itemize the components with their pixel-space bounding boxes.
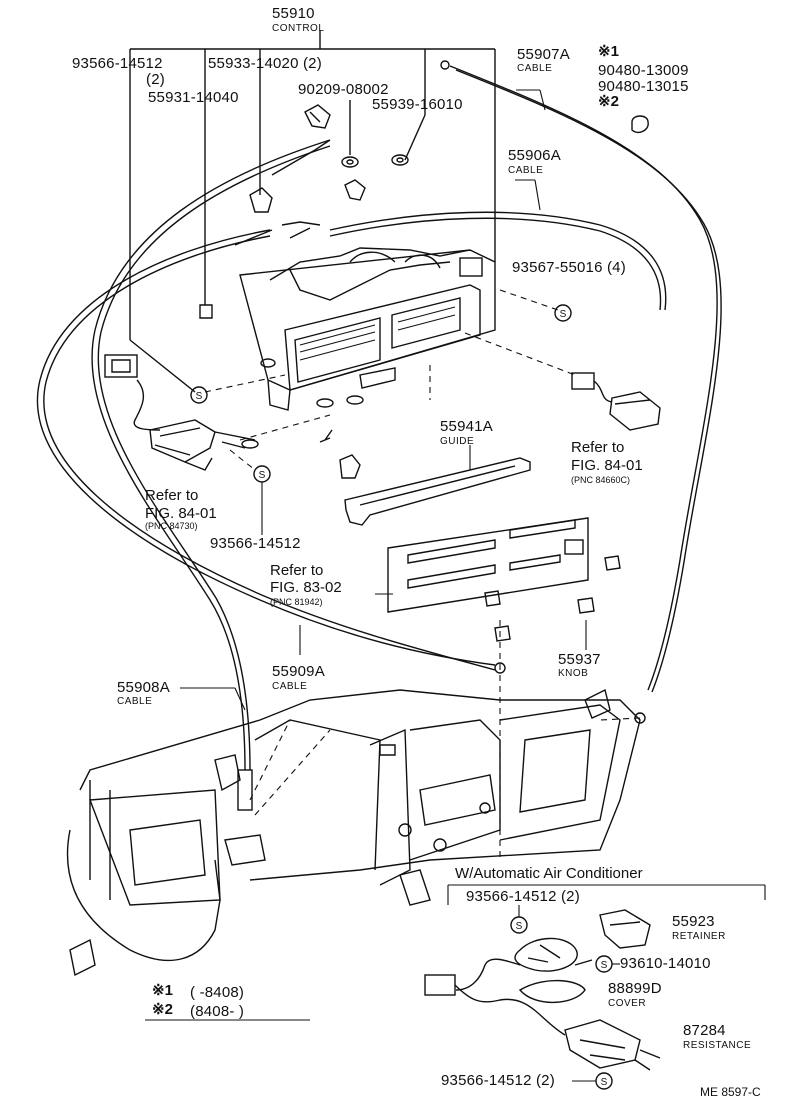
part-55908a-number: 55908A (117, 679, 170, 696)
ref-8302-pnc: (PNC 81942) (270, 597, 323, 607)
part-55939-number: 55939-16010 (372, 96, 463, 113)
part-55937-number: 55937 (558, 651, 601, 668)
part-87284-name: RESISTANCE (683, 1040, 752, 1051)
cable-55906a (329, 211, 667, 311)
dashed-leaders (204, 289, 641, 860)
auto-ac-parts (424, 909, 661, 1071)
legend-row1-text: ( -8408) (190, 984, 245, 1001)
part-90480-13015: 90480-13015 (598, 78, 689, 95)
auto-ac-header: W/Automatic Air Conditioner (455, 865, 643, 882)
ref-8302-line2: FIG. 83-02 (270, 579, 342, 596)
part-55923-number: 55923 (672, 913, 715, 930)
cable-55909a (36, 229, 506, 674)
heater-unit (66, 688, 641, 977)
s-letter: S (259, 470, 266, 481)
s-letter: S (601, 960, 608, 971)
part-93566-auto-top: 93566-14512 (2) (466, 888, 580, 905)
part-55923-name: RETAINER (672, 931, 726, 942)
part-55908a-name: CABLE (117, 696, 153, 707)
part-55907a-name: CABLE (517, 63, 553, 74)
part-55937-name: KNOB (558, 668, 589, 679)
part-90209-number: 90209-08002 (298, 81, 389, 98)
diagram-code: ME 8597-C (700, 1085, 761, 1099)
ref-8401-right-line1: Refer to (571, 439, 625, 456)
label-leaders (145, 89, 766, 1082)
part-55933-number: 55933-14020 (2) (208, 55, 322, 72)
part-55941a-number: 55941A (440, 418, 493, 435)
part-88899d-name: COVER (608, 998, 647, 1009)
top-leader-lines (129, 30, 496, 393)
knobs-55937 (484, 555, 621, 642)
part-93566-14512-qty: (2) (146, 71, 165, 88)
part-55909a-name: CABLE (272, 681, 308, 692)
s-letter: S (601, 1077, 608, 1088)
part-88899d-number: 88899D (608, 980, 662, 997)
legend-mark2: ※2 (152, 1001, 173, 1018)
s-letter: S (196, 391, 203, 402)
ref-8401-left-line1: Refer to (145, 487, 199, 504)
guide-55941a (319, 429, 531, 526)
part-93566-auto-bottom: 93566-14512 (2) (441, 1072, 555, 1089)
part-55906a-name: CABLE (508, 165, 544, 176)
sensor-right (571, 372, 661, 431)
cable-55907a (440, 60, 722, 724)
ref-8302-line1: Refer to (270, 562, 324, 579)
part-55907a-number: 55907A (517, 46, 570, 63)
part-93566-14512-lower: 93566-14512 (210, 535, 301, 552)
part-87284-number: 87284 (683, 1022, 726, 1039)
part-93566-14512-number: 93566-14512 (72, 55, 163, 72)
panel-face-8302 (387, 517, 589, 613)
mark1-label: ※1 (598, 43, 619, 60)
small-parts-top (199, 104, 649, 319)
s-letter: S (516, 921, 523, 932)
part-55909a-number: 55909A (272, 663, 325, 680)
part-55906a-number: 55906A (508, 147, 561, 164)
ref-8401-left-pnc: (PNC 84730) (145, 521, 198, 531)
s-letters: S S S S S S (196, 309, 608, 1088)
part-55941a-name: GUIDE (440, 436, 475, 447)
ref-8401-right-pnc: (PNC 84660C) (571, 475, 631, 485)
part-90480-13009: 90480-13009 (598, 62, 689, 79)
sensor-left (104, 354, 259, 471)
legend-mark1: ※1 (152, 982, 173, 999)
cable-55908a (91, 139, 331, 811)
part-55910-name: CONTROL (272, 23, 325, 34)
part-93567-number: 93567-55016 (4) (512, 259, 626, 276)
control-unit-55910 (239, 247, 496, 411)
part-55910-number: 55910 (272, 5, 315, 22)
ref-8401-right-line2: FIG. 84-01 (571, 457, 643, 474)
s-letter: S (560, 309, 567, 320)
legend-row2-text: (8408- ) (190, 1003, 245, 1020)
part-55931-number: 55931-14040 (148, 89, 239, 106)
part-93610-number: 93610-14010 (620, 955, 711, 972)
mark2-label: ※2 (598, 93, 619, 110)
ref-8401-left-line2: FIG. 84-01 (145, 505, 217, 522)
